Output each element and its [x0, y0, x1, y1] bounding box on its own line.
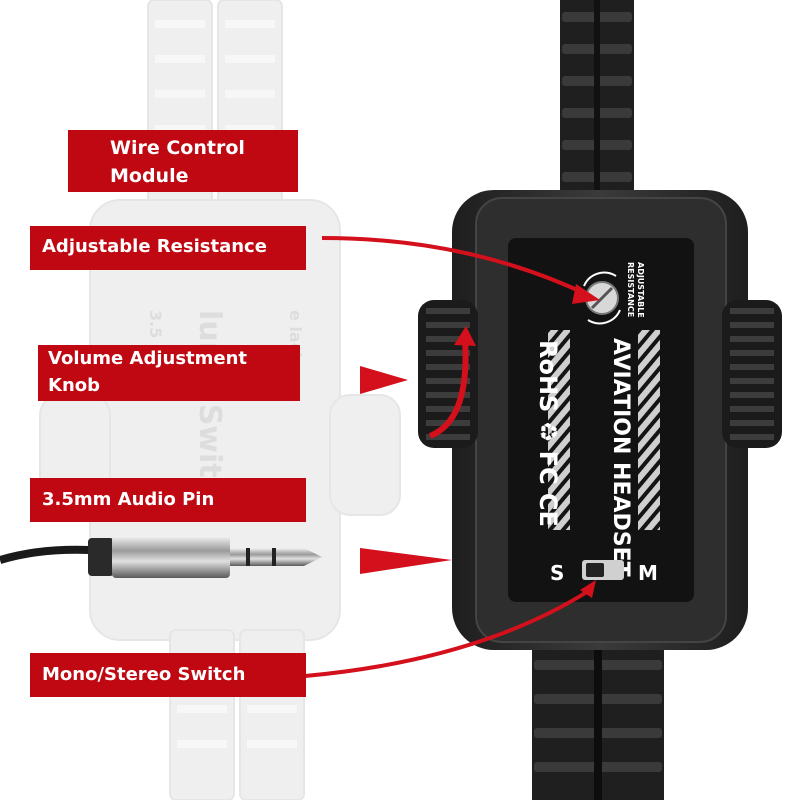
label-volume-line2: Knob	[48, 375, 101, 396]
resistance-text-2: RESISTANCE	[626, 262, 635, 317]
wire-control-module: ADJUSTABLE RESISTANCE AVIATION HEADSET R…	[418, 190, 782, 650]
upper-cable	[560, 0, 634, 200]
mono-arrowhead	[580, 580, 596, 598]
model-text: AVIATION HEADSET	[608, 338, 633, 577]
resistance-arrowhead	[572, 284, 600, 304]
label-wire-control-module-line1: Wire Control	[110, 137, 245, 159]
switch-label-s: S	[550, 561, 564, 585]
compliance-text: RoHS ♻ FC CE	[534, 340, 562, 527]
audio-pointer	[360, 548, 452, 574]
switch-label-m: M	[638, 561, 658, 585]
label-audio-pin: 3.5mm Audio Pin	[30, 478, 306, 522]
audio-plug	[0, 536, 322, 578]
volume-arc	[428, 339, 469, 439]
label-volume-line1: Volume Adjustment	[48, 348, 248, 369]
volume-arrowhead	[454, 326, 476, 346]
label-adjustable-resistance: Adjustable Resistance	[30, 226, 306, 270]
volume-pointer	[360, 366, 408, 394]
label-mono-stereo-switch: Mono/Stereo Switch	[30, 653, 306, 697]
ghost-text-1: 3.5	[146, 310, 165, 338]
lower-cable	[532, 640, 664, 800]
mono-arrow	[304, 588, 592, 678]
arrows	[304, 236, 592, 678]
label-volume-adjustment-knob: Volume Adjustment Knob	[38, 345, 300, 401]
resistance-text-1: ADJUSTABLE	[636, 262, 645, 318]
resistance-arrow	[321, 236, 591, 298]
label-wire-control-module-line2: Module	[110, 165, 189, 187]
label-wire-control-module: Wire Control Module	[68, 130, 298, 192]
